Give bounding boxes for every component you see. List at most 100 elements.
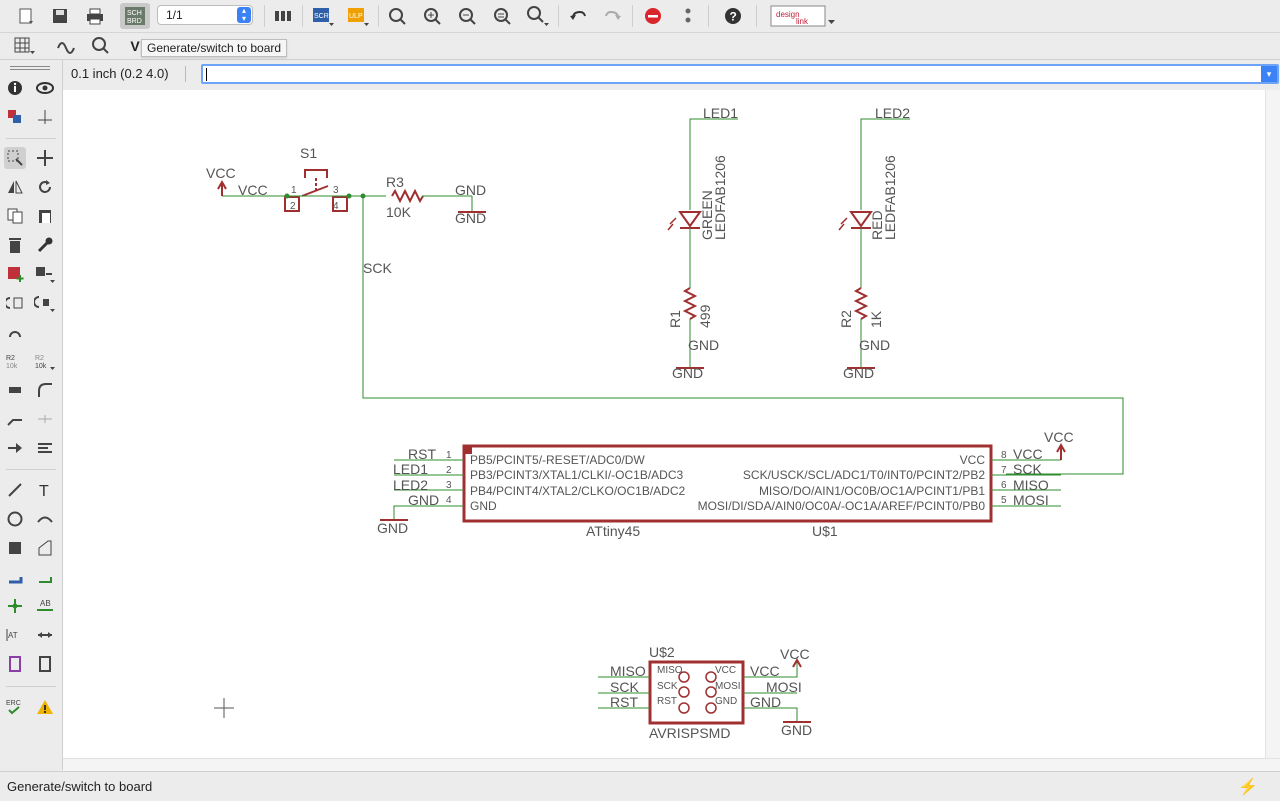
replace-icon[interactable] [34, 263, 56, 285]
miter-icon[interactable] [34, 379, 56, 401]
zoom-fit-icon[interactable] [385, 4, 411, 28]
rotate-icon[interactable] [34, 176, 56, 198]
more-icon[interactable] [675, 4, 701, 28]
schematic-drawing[interactable]: S1 1 2 3 4 VCC VCC R3 10K GND GND [63, 90, 1265, 758]
header-pin-miso: MISO [657, 665, 683, 676]
ic-pin-5: 5 [1001, 495, 1007, 506]
command-history-dropdown-icon[interactable]: ▾ [1261, 66, 1277, 82]
align-icon[interactable] [34, 437, 56, 459]
add-part-icon[interactable] [4, 263, 26, 285]
sheet-icon[interactable] [270, 4, 296, 28]
search-icon[interactable] [88, 34, 114, 58]
save-icon[interactable] [47, 4, 73, 28]
value-icon[interactable]: V [130, 38, 140, 54]
schematic-canvas[interactable]: S1 1 2 3 4 VCC VCC R3 10K GND GND [63, 90, 1265, 758]
header-avrispsmd[interactable]: U$2 MISO SCK RST MISO SCK RST VCC MOSI G… [598, 644, 812, 741]
gnd-net-label-r2: GND [859, 337, 890, 353]
undo-icon[interactable] [565, 4, 591, 28]
copy-icon[interactable] [4, 205, 26, 227]
delete-icon[interactable] [4, 234, 26, 256]
command-input[interactable]: ▾ [201, 64, 1279, 84]
status-bar: Generate/switch to board ⚡ [0, 771, 1280, 801]
wrench-icon[interactable] [34, 234, 56, 256]
text-icon[interactable]: T [34, 479, 56, 501]
help-icon[interactable]: ? [720, 4, 746, 28]
ic-name-label: U$1 [812, 523, 838, 539]
open-icon[interactable] [14, 4, 40, 28]
scr-icon[interactable]: SCR [310, 4, 336, 28]
s1-pin-4: 4 [333, 201, 339, 212]
led1-branch[interactable]: LED1 GREEN LEDFAB1206 R1 499 GND GND [667, 105, 738, 381]
eye-icon[interactable] [34, 77, 56, 99]
select-icon[interactable] [4, 147, 26, 169]
ic-gnd-symbol-label: GND [377, 520, 408, 536]
erc-icon[interactable]: ERC [4, 696, 26, 718]
zoom-prev-icon[interactable] [490, 4, 516, 28]
ic-pinlabel-2: PB3/PCINT3/XTAL1/CLKI/-OC1B/ADC3 [470, 468, 684, 482]
ic-pin-2: 2 [446, 465, 452, 476]
optimize-icon[interactable] [34, 408, 56, 430]
wave-icon[interactable] [53, 34, 79, 58]
net-icon[interactable] [34, 566, 56, 588]
r3-value-label: 10K [386, 204, 412, 220]
zoom-out-icon[interactable] [455, 4, 481, 28]
info-icon[interactable] [4, 77, 26, 99]
print-icon[interactable] [82, 4, 108, 28]
sheet-value: 1/1 [166, 8, 183, 22]
smash-icon[interactable] [4, 379, 26, 401]
move-icon[interactable] [34, 147, 56, 169]
ic-pinlabel-3: PB4/PCINT4/XTAL2/CLKO/OC1B/ADC2 [470, 484, 686, 498]
zoom-in-icon[interactable] [420, 4, 446, 28]
horizontal-scrollbar[interactable] [63, 758, 1280, 771]
rect-icon[interactable] [4, 537, 26, 559]
split-icon[interactable] [4, 408, 26, 430]
pinswap-icon[interactable] [4, 321, 26, 343]
invoke-icon[interactable] [4, 292, 26, 314]
circle-icon[interactable] [4, 508, 26, 530]
sheet-stepper-icon[interactable]: ▴▾ [237, 7, 251, 23]
header-net-sck: SCK [610, 679, 639, 695]
polygon-icon[interactable] [34, 537, 56, 559]
label-icon[interactable]: AB [34, 595, 56, 617]
gnd-symbol-label-r3: GND [455, 210, 486, 226]
gnd-symbol-label-r2: GND [843, 365, 874, 381]
bus-icon[interactable] [4, 566, 26, 588]
dimension-icon[interactable] [34, 624, 56, 646]
route-icon[interactable] [4, 437, 26, 459]
attribute-icon[interactable]: AT [4, 624, 26, 646]
redo-icon[interactable] [600, 4, 626, 28]
vertical-scrollbar[interactable] [1265, 90, 1280, 758]
junction-icon[interactable] [4, 595, 26, 617]
ic-pinlabel-4: GND [470, 499, 497, 513]
header-pin-vcc: VCC [715, 665, 736, 676]
brd-label: BRD [127, 18, 142, 25]
mark-icon[interactable] [34, 106, 56, 128]
gate-swap-icon[interactable] [34, 292, 56, 314]
line-icon[interactable] [4, 479, 26, 501]
module-icon[interactable] [34, 653, 56, 675]
sheet-select[interactable]: 1/1 ▴▾ [157, 5, 253, 25]
resistor-r3[interactable]: R3 10K [386, 174, 424, 220]
layers-icon[interactable] [4, 106, 26, 128]
led2-branch[interactable]: LED2 RED LEDFAB1206 R2 1K GND GND [838, 105, 910, 381]
ulp-icon[interactable]: ULP [345, 4, 371, 28]
ic-net-mosi: MOSI [1013, 492, 1049, 508]
grid-icon[interactable] [12, 34, 38, 58]
zoom-select-icon[interactable] [525, 4, 551, 28]
paste-icon[interactable] [34, 205, 56, 227]
warning-icon[interactable] [34, 696, 56, 718]
frame-icon[interactable] [4, 653, 26, 675]
lightning-icon[interactable]: ⚡ [1238, 779, 1258, 796]
stop-icon[interactable] [640, 4, 666, 28]
ic-value-label: ATtiny45 [586, 523, 640, 539]
switch-s1[interactable]: S1 1 2 3 4 [284, 145, 348, 212]
ic-attiny45[interactable]: RST LED1 LED2 GND GND 1 2 3 4 PB5/PCINT5… [377, 429, 1074, 539]
mirror-icon[interactable] [4, 176, 26, 198]
scr-label: SCR [314, 13, 329, 20]
header-value-label: AVRISPSMD [649, 725, 730, 741]
arc-icon[interactable] [34, 508, 56, 530]
